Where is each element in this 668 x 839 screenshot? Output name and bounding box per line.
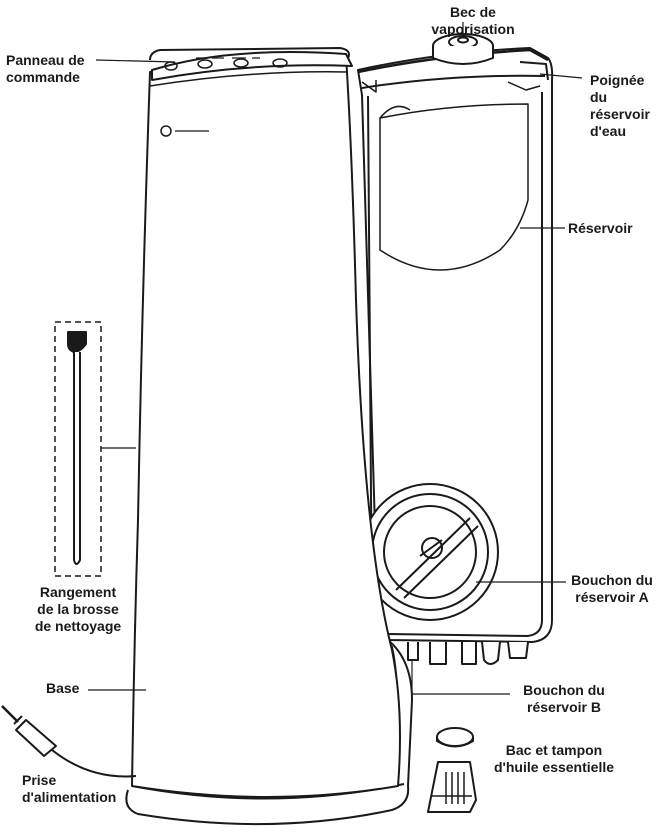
label-poignee-reservoir: Poignée du réservoir d'eau: [590, 72, 668, 140]
label-bouchon-a: Bouchon du réservoir A: [562, 572, 662, 606]
label-bouchon-b: Bouchon du réservoir B: [514, 682, 614, 716]
label-panneau-commande: Panneau de commande: [6, 52, 116, 86]
label-rangement-brosse: Rangement de la brosse de nettoyage: [18, 584, 138, 635]
power-plug: [2, 706, 136, 776]
label-bac-tampon: Bac et tampon d'huile essentielle: [484, 742, 624, 776]
label-bec-vaporisation: Bec de vaporisation: [412, 4, 534, 38]
water-tank: [358, 34, 552, 664]
label-base: Base: [46, 680, 96, 697]
label-reservoir: Réservoir: [568, 220, 658, 237]
oil-tray: [428, 728, 476, 812]
label-prise-alimentation: Prise d'alimentation: [22, 772, 142, 806]
brush-storage: [55, 322, 101, 576]
